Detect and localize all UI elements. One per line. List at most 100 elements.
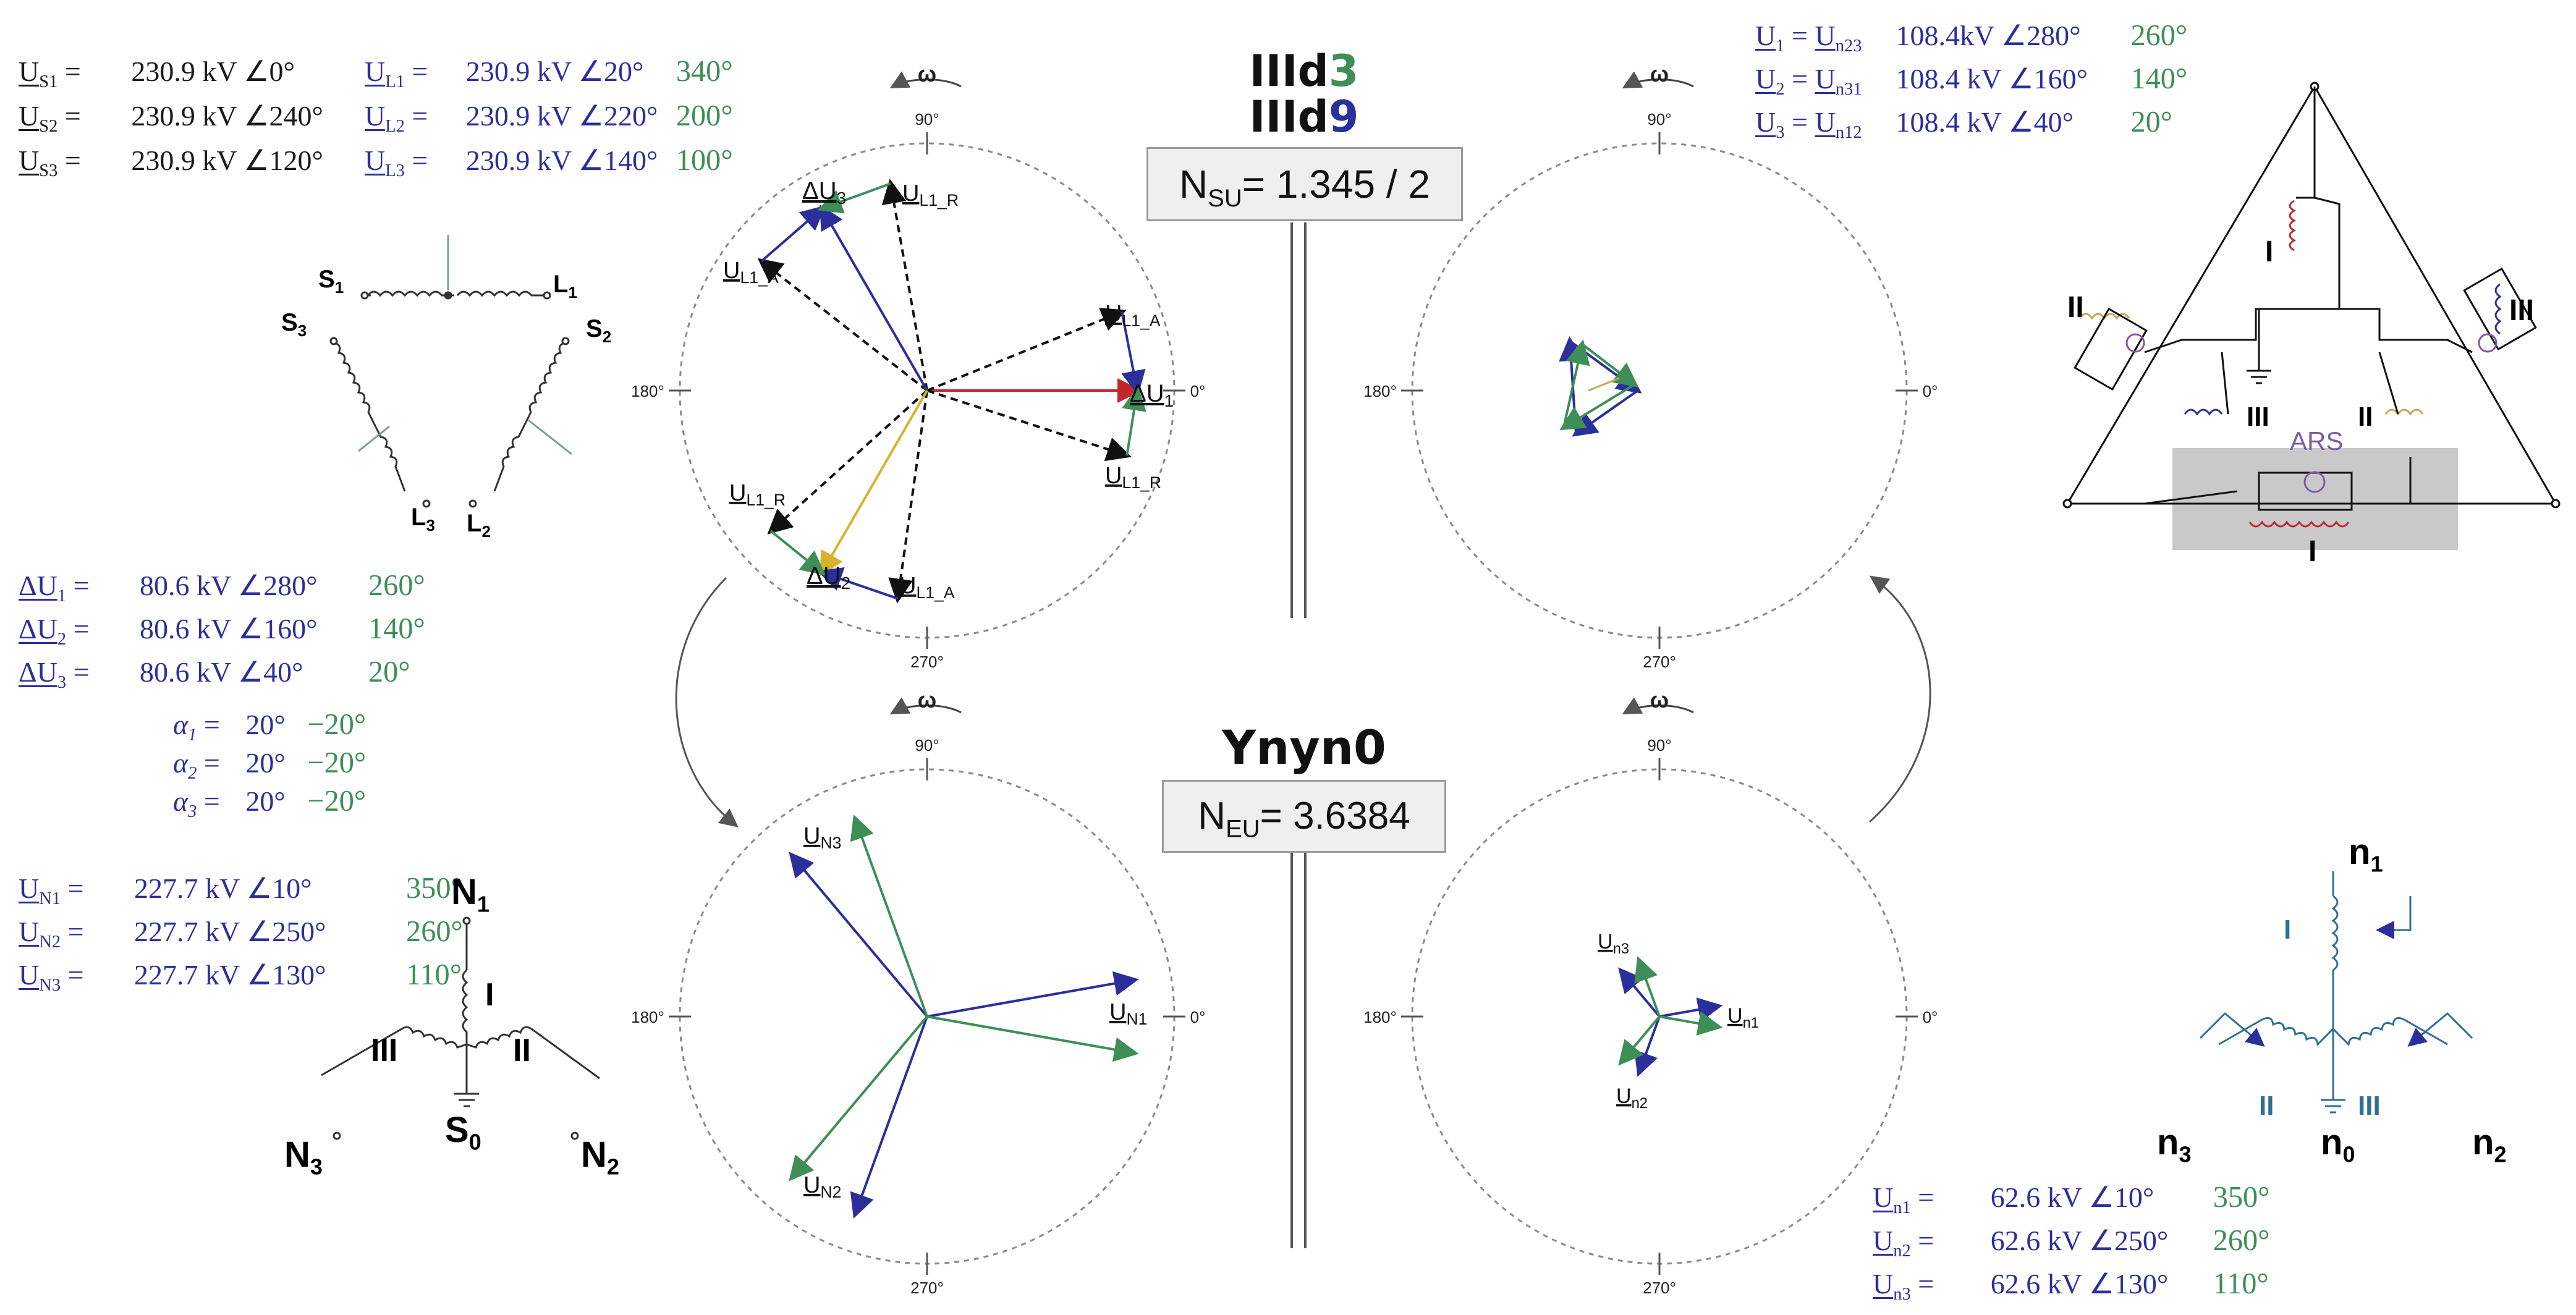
label-winding-ii-lower: II xyxy=(2259,1091,2274,1121)
phasor-diagram-4: 90°270°180°0°ω xyxy=(1363,687,1938,1297)
label-winding-i: I xyxy=(485,977,494,1013)
phasor-label-lower-1: Un1 xyxy=(1727,1004,1759,1031)
star-row-1: UN1 = 227.7 kV ∠10°350° xyxy=(19,872,463,909)
omega-symbol: ω xyxy=(1650,687,1669,712)
phasor-vector xyxy=(789,1015,928,1182)
label-n1-lower: n1 xyxy=(2349,832,2383,877)
axis-label-180: 180° xyxy=(631,382,664,400)
alpha-symbol: α2 xyxy=(173,747,197,784)
delta-alt-angle: 20° xyxy=(368,656,410,688)
phasor-vector xyxy=(1572,389,1639,437)
phasor-diagram-1: 90°270°180°0°ω xyxy=(631,61,1205,671)
delta-load-symbol: U1 xyxy=(1755,20,1785,56)
line-value: 230.9 kV ∠220° xyxy=(465,100,658,132)
delta-load-value: 108.4 kV ∠40° xyxy=(1896,106,2074,138)
source-value: 230.9 kV ∠240° xyxy=(131,100,323,132)
omega-symbol: ω xyxy=(918,687,936,712)
phasor-vector xyxy=(1562,339,1590,428)
phasor-label-3: ΔU1 xyxy=(1130,380,1174,410)
phasor-label-n1: UN1 xyxy=(1109,999,1147,1028)
axis-label-180: 180° xyxy=(1363,382,1397,400)
label-n1: N1 xyxy=(451,872,489,917)
phasor-difference-vector xyxy=(817,182,891,214)
phasor-vector xyxy=(1618,967,1661,1018)
delta-load-alt-angle: 260° xyxy=(2130,19,2188,52)
phasor-vector xyxy=(789,852,928,1018)
phasor-vector xyxy=(819,389,928,577)
delta-load-value: 108.4kV ∠280° xyxy=(1896,20,2081,51)
label-s1: S1 xyxy=(318,266,344,297)
label-s2: S2 xyxy=(586,315,612,346)
star-symbol: UN1 xyxy=(19,873,61,909)
phasor-vector xyxy=(926,1015,1139,1062)
load-alt-angle: 260° xyxy=(2213,1224,2270,1257)
label-winding-ii: II xyxy=(513,1033,531,1068)
phasor-label-n2: UN2 xyxy=(803,1172,841,1201)
label-n0-lower: n0 xyxy=(2321,1122,2355,1167)
phasor-diagram-2: 90°270°180°0°ω xyxy=(1363,61,1938,671)
load-row-3: Un3 = 62.6 kV ∠130°110° xyxy=(1873,1267,2269,1304)
label-ars: ARS xyxy=(2290,426,2344,455)
label-tri-i-lower: I xyxy=(2308,535,2317,568)
axis-label-90: 90° xyxy=(915,110,939,129)
delta-value: 80.6 kV ∠40° xyxy=(140,656,303,688)
delta-symbol: ΔU2 xyxy=(19,613,67,649)
axis-label-90: 90° xyxy=(1647,736,1671,755)
phasor-vector xyxy=(850,1016,928,1219)
axis-label-90: 90° xyxy=(1647,110,1671,129)
alpha-row-1: α1 = 20°−20° xyxy=(173,708,366,745)
label-tri-iii: III xyxy=(2509,294,2535,327)
phasor-vector xyxy=(881,179,928,391)
line-alt-angle: 200° xyxy=(676,99,733,132)
label-n3: N3 xyxy=(284,1135,323,1180)
phasor-vector xyxy=(888,390,928,604)
transition-arrows xyxy=(675,575,1931,827)
axis-label-270: 270° xyxy=(910,1279,944,1297)
delta-row-2: ΔU2 = 80.6 kV ∠160°140° xyxy=(19,612,425,649)
phasor-diagram-3: 90° 270° 180° 0° ω xyxy=(631,687,1205,1297)
axis-label-0: 0° xyxy=(1190,382,1206,400)
axis-label-0: 0° xyxy=(1923,382,1938,400)
phasor-label-9: ΔU2 xyxy=(807,562,850,593)
alpha-alt-angle: −20° xyxy=(307,785,366,818)
label-winding-iii: III xyxy=(371,1033,398,1068)
delta-alt-angle: 260° xyxy=(368,569,425,602)
alpha-alt-angle: −20° xyxy=(307,708,366,741)
axis-label-90: 90° xyxy=(915,736,939,755)
delta-alt-angle: 140° xyxy=(368,612,425,645)
label-n2: N2 xyxy=(581,1135,619,1180)
delta-load-equiv: Un12 xyxy=(1815,106,1862,143)
alpha-row-3: α3 = 20°−20° xyxy=(173,785,366,822)
delta-symbol: ΔU3 xyxy=(19,656,67,693)
load-value: 62.6 kV ∠10° xyxy=(1990,1182,2154,1213)
line-alt-angle: 340° xyxy=(676,55,733,88)
line-symbol: UL1 xyxy=(365,56,405,92)
delta-load-equiv: Un23 xyxy=(1815,20,1862,56)
phasor-label-8: UL1_A xyxy=(899,573,955,602)
delta-load-diagram xyxy=(2062,82,2561,550)
axis-label-180: 180° xyxy=(631,1008,664,1026)
delta-row-3: ΔU3 = 80.6 kV ∠40°20° xyxy=(19,656,410,693)
delta-load-equiv: Un31 xyxy=(1815,63,1862,99)
source-value: 230.9 kV ∠0° xyxy=(131,56,295,87)
axis-label-270: 270° xyxy=(1643,1279,1676,1297)
phasor-vector xyxy=(1581,343,1639,387)
label-n2-lower: n2 xyxy=(2472,1122,2507,1167)
alpha-value: 20° xyxy=(245,709,286,740)
load-value: 62.6 kV ∠130° xyxy=(1990,1268,2169,1300)
line-alt-angle: 100° xyxy=(676,144,733,177)
source-row-3: US3 = 230.9 kV ∠120° xyxy=(19,143,391,181)
axis-label-0: 0° xyxy=(1190,1008,1206,1026)
phasor-vector xyxy=(1559,383,1636,431)
star-alt-angle: 110° xyxy=(406,958,462,991)
phasor-vector xyxy=(757,258,928,392)
delta-load-alt-angle: 20° xyxy=(2130,106,2173,138)
line-row-2: UL2 = 230.9 kV ∠220°200° xyxy=(365,99,733,137)
star-symbol: UN3 xyxy=(19,959,61,996)
phasor-vector xyxy=(926,971,1139,1018)
center-divider xyxy=(1290,222,1307,1248)
